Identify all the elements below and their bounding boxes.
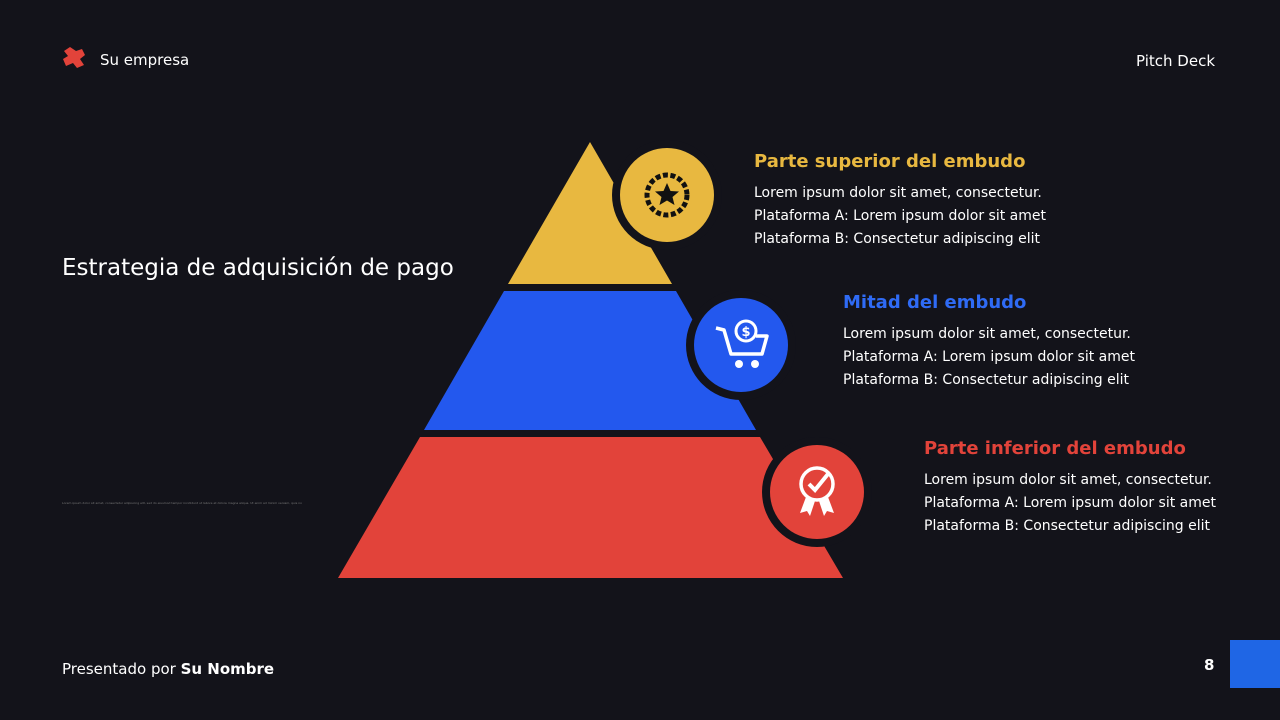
shopping-cart-dollar-icon: $	[686, 290, 796, 400]
tier-middle-info: Mitad del embudo Lorem ipsum dolor sit a…	[843, 292, 1135, 392]
tier-line: Plataforma B: Consectetur adipiscing eli…	[924, 518, 1211, 534]
presenter-name: Su Nombre	[180, 660, 275, 678]
tier-line: Plataforma A: Lorem ipsum dolor sit amet	[924, 495, 1217, 511]
tier-top-info: Parte superior del embudo Lorem ipsum do…	[754, 151, 1046, 251]
badge-star-icon	[612, 140, 722, 250]
slide-title: Estrategia de adquisición de pago	[62, 255, 454, 281]
svg-text:$: $	[741, 325, 750, 340]
tier-line: Lorem ipsum dolor sit amet, consectetur.	[924, 472, 1212, 488]
tier-line: Lorem ipsum dolor sit amet, consectetur.	[754, 185, 1042, 201]
company-logo-icon	[63, 47, 85, 68]
presenter: Presentado por Su Nombre	[62, 660, 274, 678]
company-name: Su empresa	[100, 51, 190, 69]
pyramid-middle-tier	[424, 291, 756, 430]
award-check-icon	[762, 437, 872, 547]
tier-line: Plataforma B: Consectetur adipiscing eli…	[754, 231, 1041, 247]
tier-line: Plataforma A: Lorem ipsum dolor sit amet	[754, 208, 1047, 224]
tier-line: Lorem ipsum dolor sit amet, consectetur.	[843, 326, 1131, 342]
deck-label: Pitch Deck	[1136, 52, 1215, 70]
tier-heading: Mitad del embudo	[843, 292, 1027, 313]
page-number: 8	[1204, 656, 1215, 674]
pyramid-bottom-tier	[338, 437, 843, 578]
pyramid-top-tier	[508, 142, 672, 284]
accent-block	[1230, 640, 1280, 688]
tier-line: Plataforma A: Lorem ipsum dolor sit amet	[843, 349, 1136, 365]
presenter-prefix: Presentado por	[62, 660, 181, 678]
tier-heading: Parte superior del embudo	[754, 151, 1026, 172]
tier-heading: Parte inferior del embudo	[924, 438, 1186, 459]
tier-bottom-info: Parte inferior del embudo Lorem ipsum do…	[924, 438, 1216, 538]
fine-print: Lorem ipsum dolor sit amet, consectetur …	[62, 501, 302, 505]
tier-line: Plataforma B: Consectetur adipiscing eli…	[843, 372, 1130, 388]
